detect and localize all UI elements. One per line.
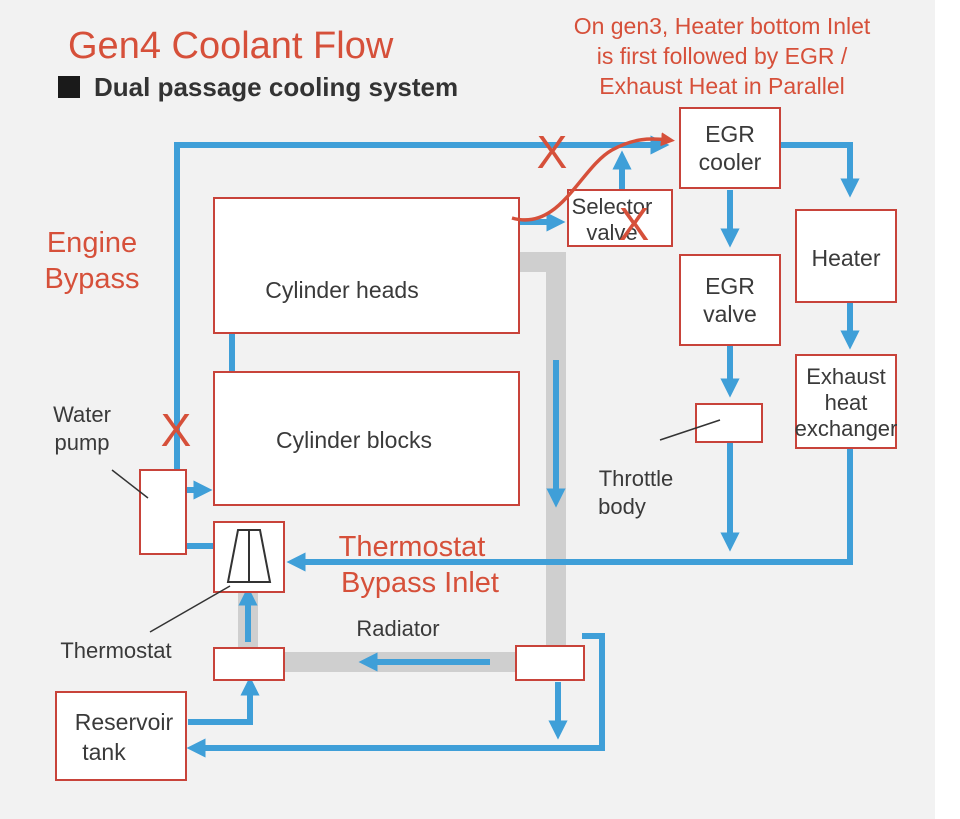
egr-valve-label-1: EGR bbox=[705, 273, 755, 299]
right-margin bbox=[935, 0, 960, 819]
reservoir-tank-box bbox=[55, 691, 187, 781]
thermostat-symbol bbox=[226, 529, 272, 583]
leader-lines bbox=[111, 419, 721, 633]
gen3-note-line1: On gen3, Heater bottom Inlet bbox=[574, 13, 871, 39]
water-pump-box bbox=[139, 469, 187, 555]
component-boxes bbox=[55, 107, 897, 781]
gen3-flow-arrow bbox=[511, 132, 675, 222]
throttle-body-label-2: body bbox=[598, 494, 646, 519]
egr-valve-label-2: valve bbox=[703, 301, 757, 327]
egr-cooler-label-1: EGR bbox=[705, 121, 755, 147]
throttle-body-label-1: Throttle bbox=[599, 466, 674, 491]
reservoir-tank-label-1: Reservoir bbox=[75, 709, 174, 735]
exhaust-hx-label-2: heat bbox=[825, 390, 868, 415]
heater-box bbox=[795, 209, 897, 303]
thermostat-bypass-label-2: Bypass Inlet bbox=[341, 567, 499, 599]
cylinder-blocks-label: Cylinder blocks bbox=[276, 427, 432, 453]
selector-valve-label-1: Selector bbox=[572, 194, 653, 219]
throttle-body-box bbox=[695, 403, 763, 443]
x-mark-selector-valve: X bbox=[619, 198, 650, 250]
water-pump-label-1: Water bbox=[53, 402, 111, 427]
x-mark-engine-bypass: X bbox=[161, 404, 192, 456]
diagram-title: Gen4 Coolant Flow bbox=[68, 25, 394, 67]
legend-square bbox=[58, 76, 80, 98]
engine-bypass-label-1: Engine bbox=[47, 227, 137, 259]
egr-valve-box bbox=[679, 254, 781, 346]
diagram-subtitle: Dual passage cooling system bbox=[94, 72, 458, 102]
gen3-note-line3: Exhaust Heat in Parallel bbox=[599, 73, 844, 99]
gen3-note-line2: is first followed by EGR / bbox=[597, 43, 848, 69]
cylinder-heads-box bbox=[213, 197, 520, 334]
radiator-label: Radiator bbox=[356, 616, 439, 641]
cylinder-blocks-box bbox=[213, 371, 520, 506]
egr-cooler-label-2: cooler bbox=[699, 149, 762, 175]
egr-cooler-box bbox=[679, 107, 781, 189]
selector-valve-box bbox=[567, 189, 673, 247]
x-mark-bypass-top: X bbox=[537, 126, 568, 178]
selector-valve-label-2: valve bbox=[586, 220, 637, 245]
exhaust-hx-label-1: Exhaust bbox=[806, 364, 886, 389]
thermostat-label: Thermostat bbox=[60, 638, 171, 663]
radiator-flow-arrows bbox=[238, 360, 566, 672]
reservoir-tank-label-2: tank bbox=[82, 739, 126, 765]
thermostat-bypass-label-1: Thermostat bbox=[339, 531, 486, 563]
engine-bypass-label-2: Bypass bbox=[44, 263, 139, 295]
cylinder-heads-label: Cylinder heads bbox=[265, 277, 418, 303]
radiator-right-box bbox=[515, 645, 585, 681]
exhaust-hx-box bbox=[795, 354, 897, 449]
water-pump-label-2: pump bbox=[54, 430, 109, 455]
heater-label: Heater bbox=[811, 245, 880, 271]
radiator-left-box bbox=[213, 647, 285, 681]
exhaust-hx-label-3: exchanger bbox=[795, 416, 898, 441]
